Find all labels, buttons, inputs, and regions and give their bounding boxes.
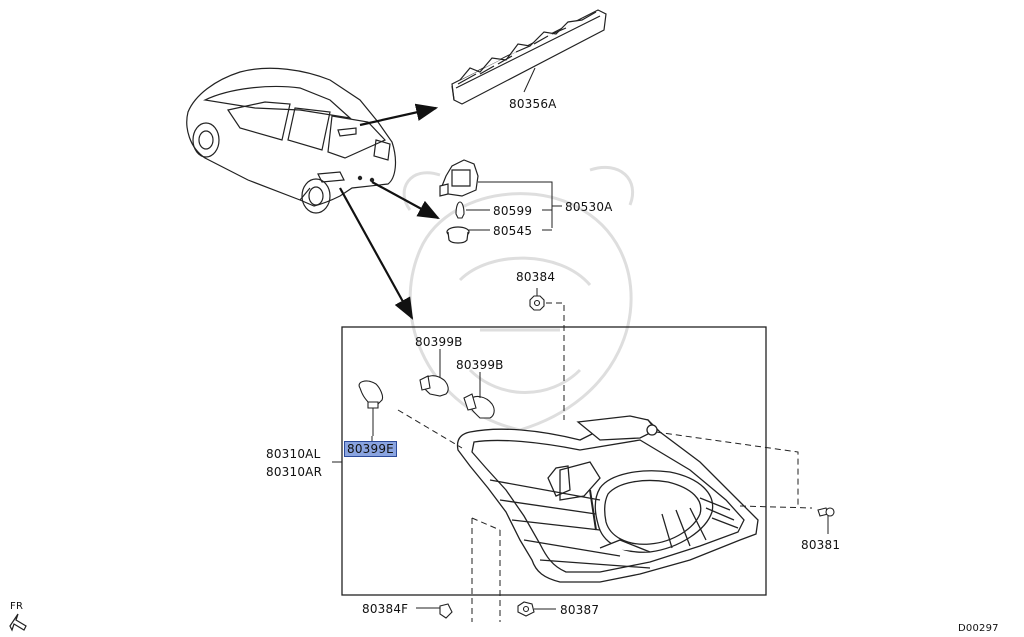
rear-combination-lamp[interactable] — [456, 415, 759, 583]
detail-frame — [341, 326, 767, 596]
car-illustration — [186, 67, 397, 214]
arrow-to-high-mount-lamp — [359, 103, 439, 127]
front-direction-label: FR — [10, 601, 24, 612]
high-mount-stop-lamp[interactable] — [451, 9, 607, 105]
part-label-80599[interactable]: 80599 — [493, 204, 533, 218]
leader-80384-dashed — [546, 302, 565, 420]
wedge-bulb[interactable] — [455, 201, 465, 219]
part-label-80381[interactable]: 80381 — [801, 538, 841, 552]
socket-assembly[interactable] — [439, 159, 479, 197]
part-label-80356A[interactable]: 80356A — [509, 97, 557, 111]
grommet-cap[interactable] — [446, 226, 470, 244]
diagram-code: D00297 — [958, 623, 999, 634]
leaders-socket-group — [466, 181, 562, 231]
part-label-80399B-upper[interactable]: 80399B — [415, 335, 463, 349]
watermark-logo — [402, 165, 635, 432]
part-label-80384[interactable]: 80384 — [516, 270, 556, 284]
clip-80384F[interactable] — [439, 603, 453, 619]
tail-lamp-leaders — [332, 409, 813, 622]
clip-80387[interactable] — [517, 601, 535, 617]
bulb-80399B-lower[interactable] — [463, 393, 495, 419]
bulb-80399B-upper[interactable] — [419, 375, 449, 397]
bulb-80399E[interactable] — [358, 380, 384, 409]
nut-80384[interactable] — [529, 295, 545, 311]
part-label-80399E-highlighted[interactable]: 80399E — [344, 441, 397, 457]
arrow-to-tail-lamp — [339, 187, 414, 320]
part-label-80530A[interactable]: 80530A — [565, 200, 613, 214]
part-label-80399B-lower[interactable]: 80399B — [456, 358, 504, 372]
part-label-80384F[interactable]: 80384F — [362, 602, 409, 616]
front-direction-arrow-icon — [9, 613, 27, 632]
screw-80381[interactable] — [817, 507, 835, 517]
part-label-80310AL[interactable]: 80310AL — [266, 447, 321, 461]
part-label-80310AR[interactable]: 80310AR — [266, 465, 323, 479]
leader-80356A — [523, 67, 536, 93]
part-label-80387[interactable]: 80387 — [560, 603, 600, 617]
arrow-to-socket — [371, 181, 440, 220]
part-label-80545[interactable]: 80545 — [493, 224, 533, 238]
